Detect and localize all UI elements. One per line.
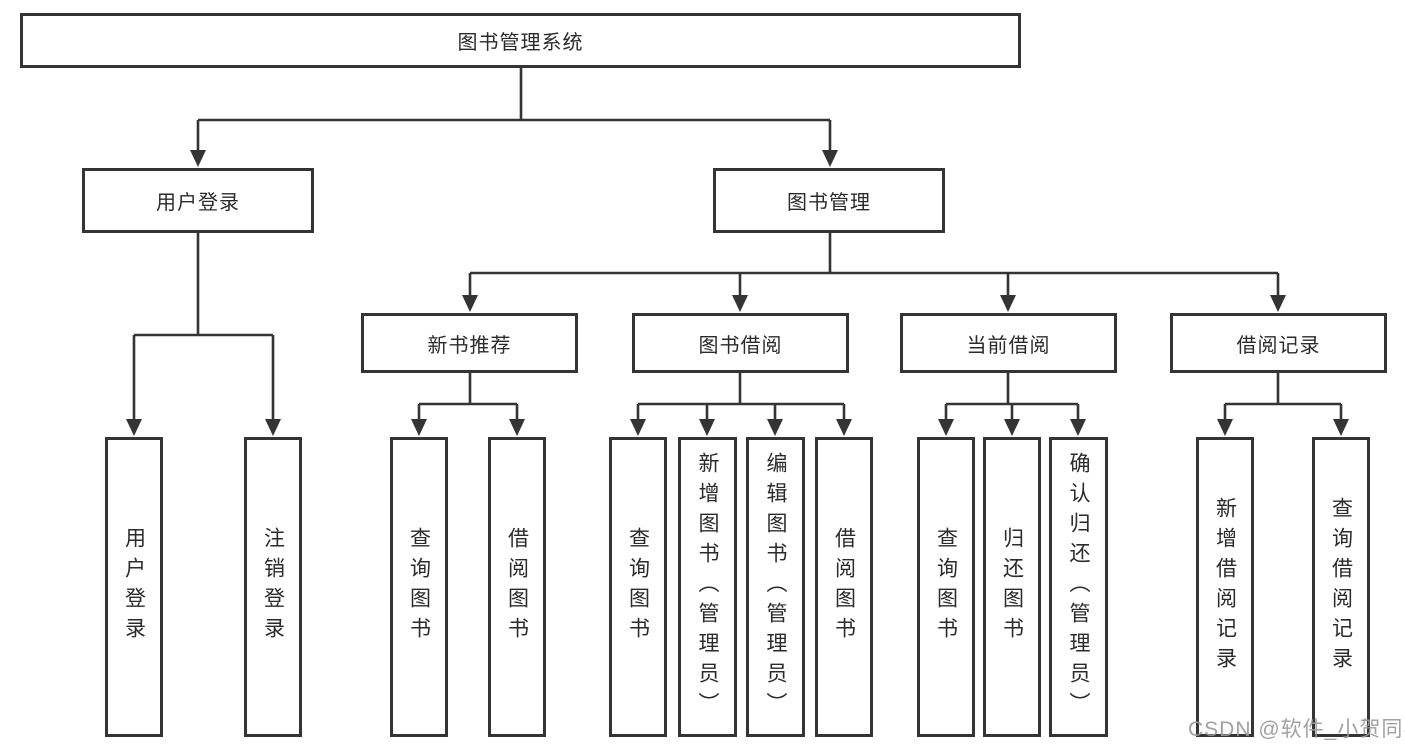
- arrow-icon: [699, 419, 715, 436]
- leaf-borrow-books-2: 借阅图书: [815, 437, 873, 737]
- node-book-management: 图书管理: [713, 168, 945, 233]
- node-user-login-label: 用户登录: [156, 192, 240, 214]
- leaf-edit-books-admin: 编辑图书（管理员）: [746, 437, 805, 737]
- arrow-icon: [836, 419, 852, 436]
- arrow-icon: [190, 150, 206, 167]
- leaf-user-login: 用户登录: [105, 437, 163, 737]
- leaf-label: 编辑图书（管理员）: [764, 452, 787, 722]
- leaf-borrow-books-1: 借阅图书: [488, 437, 546, 737]
- leaf-label: 查询图书: [626, 527, 650, 647]
- arrow-icon: [630, 419, 646, 436]
- leaf-add-books-admin: 新增图书（管理员）: [678, 437, 737, 737]
- arrow-icon: [1070, 419, 1086, 436]
- arrow-icon: [462, 295, 478, 312]
- leaf-confirm-return-admin: 确认归还（管理员）: [1049, 437, 1108, 737]
- node-book-borrow-label: 图书借阅: [698, 334, 783, 357]
- arrow-icon: [732, 295, 748, 312]
- arrow-icon: [1000, 295, 1016, 312]
- leaf-add-borrow-record: 新增借阅记录: [1196, 437, 1254, 737]
- arrow-icon: [1217, 419, 1233, 436]
- leaf-return-books: 归还图书: [983, 437, 1041, 737]
- leaf-label: 新增借阅记录: [1213, 497, 1237, 677]
- leaf-label: 借阅图书: [505, 527, 529, 647]
- arrow-icon: [265, 419, 281, 436]
- leaf-logout: 注销登录: [244, 437, 302, 737]
- arrowheads: [126, 150, 1349, 436]
- leaf-label: 查询图书: [934, 527, 958, 647]
- node-new-book-recommend: 新书推荐: [361, 313, 578, 373]
- leaf-query-books-3: 查询图书: [917, 437, 975, 737]
- leaf-label: 用户登录: [122, 527, 146, 647]
- node-root-label: 图书管理系统: [457, 32, 584, 54]
- node-borrow-record-label: 借阅记录: [1236, 334, 1321, 357]
- node-current-borrow-label: 当前借阅: [966, 334, 1051, 357]
- arrow-icon: [1333, 419, 1349, 436]
- arrow-icon: [1004, 419, 1020, 436]
- node-book-borrow: 图书借阅: [632, 313, 849, 373]
- node-new-book-recommend-label: 新书推荐: [427, 334, 512, 357]
- leaf-label: 查询图书: [407, 527, 431, 647]
- connector-lines: [132, 68, 1343, 421]
- leaf-label: 归还图书: [1000, 527, 1024, 647]
- node-borrow-record: 借阅记录: [1170, 313, 1387, 373]
- arrow-icon: [411, 419, 427, 436]
- node-root: 图书管理系统: [20, 13, 1021, 68]
- arrow-icon: [767, 419, 783, 436]
- leaf-label: 确认归还（管理员）: [1067, 452, 1090, 722]
- leaf-label: 新增图书（管理员）: [696, 452, 719, 722]
- arrow-icon: [822, 150, 838, 167]
- node-book-management-label: 图书管理: [787, 192, 871, 214]
- node-current-borrow: 当前借阅: [900, 313, 1117, 373]
- leaf-query-borrow-record: 查询借阅记录: [1312, 437, 1370, 737]
- leaf-query-books-2: 查询图书: [609, 437, 667, 737]
- csdn-watermark: CSDN @软件_小贺同学: [1188, 718, 1405, 741]
- arrow-icon: [126, 419, 142, 436]
- leaf-label: 借阅图书: [832, 527, 856, 647]
- arrow-icon: [1270, 295, 1286, 312]
- arrow-icon: [938, 419, 954, 436]
- leaf-label: 查询借阅记录: [1329, 497, 1353, 677]
- leaf-label: 注销登录: [261, 527, 285, 647]
- arrow-icon: [509, 419, 525, 436]
- node-user-login: 用户登录: [82, 168, 314, 233]
- leaf-query-books-1: 查询图书: [390, 437, 448, 737]
